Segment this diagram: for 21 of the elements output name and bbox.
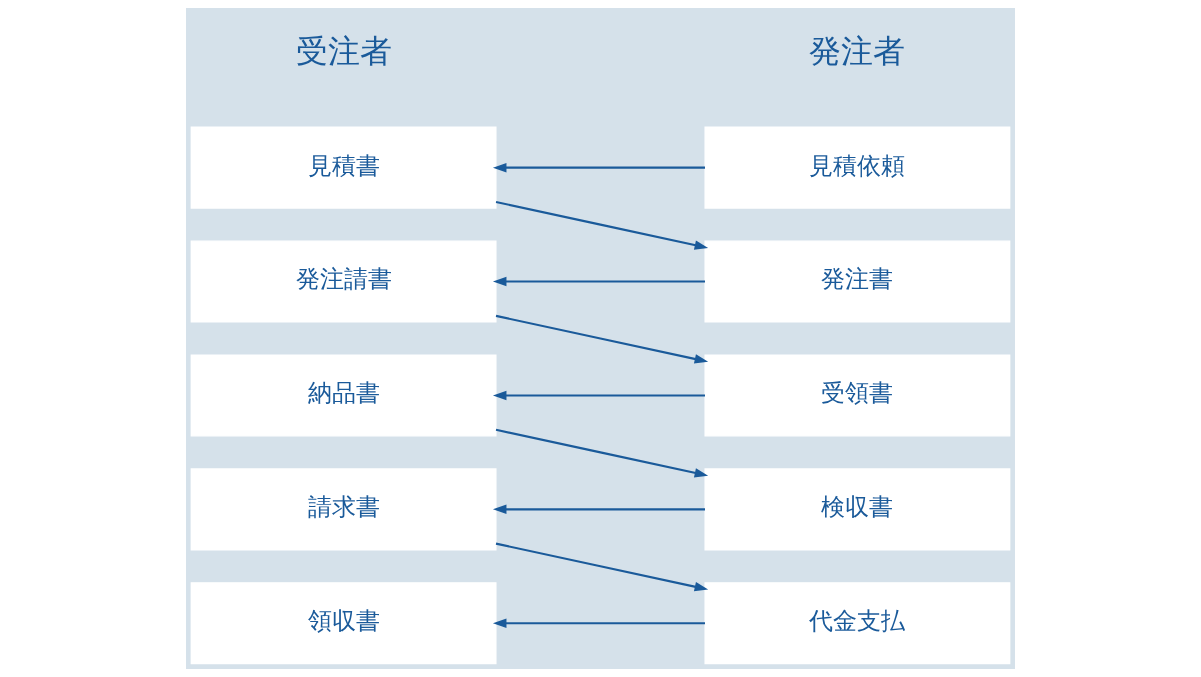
label: 発注者 [809, 32, 906, 69]
arrow [492, 390, 705, 401]
arrow [495, 314, 709, 364]
node-box: 受領書 [704, 354, 1011, 437]
arrow [492, 276, 705, 287]
node-box: 見積書 [190, 126, 497, 209]
node-box: 領収書 [190, 582, 497, 665]
node-box: 検収書 [704, 468, 1011, 551]
node-box: 見積依頼 [704, 126, 1011, 209]
arrow [495, 200, 709, 250]
arrow [492, 504, 705, 515]
arrow [492, 618, 705, 628]
arrow [492, 162, 705, 173]
arrow [495, 428, 709, 478]
node-box: 発注書 [704, 240, 1011, 323]
node-box: 納品書 [190, 354, 497, 437]
label: 受注者 [295, 32, 392, 69]
node-box: 代金支払 [704, 582, 1011, 665]
arrow [495, 542, 709, 592]
node-box: 発注請書 [190, 240, 497, 323]
node-box: 請求書 [190, 468, 497, 551]
